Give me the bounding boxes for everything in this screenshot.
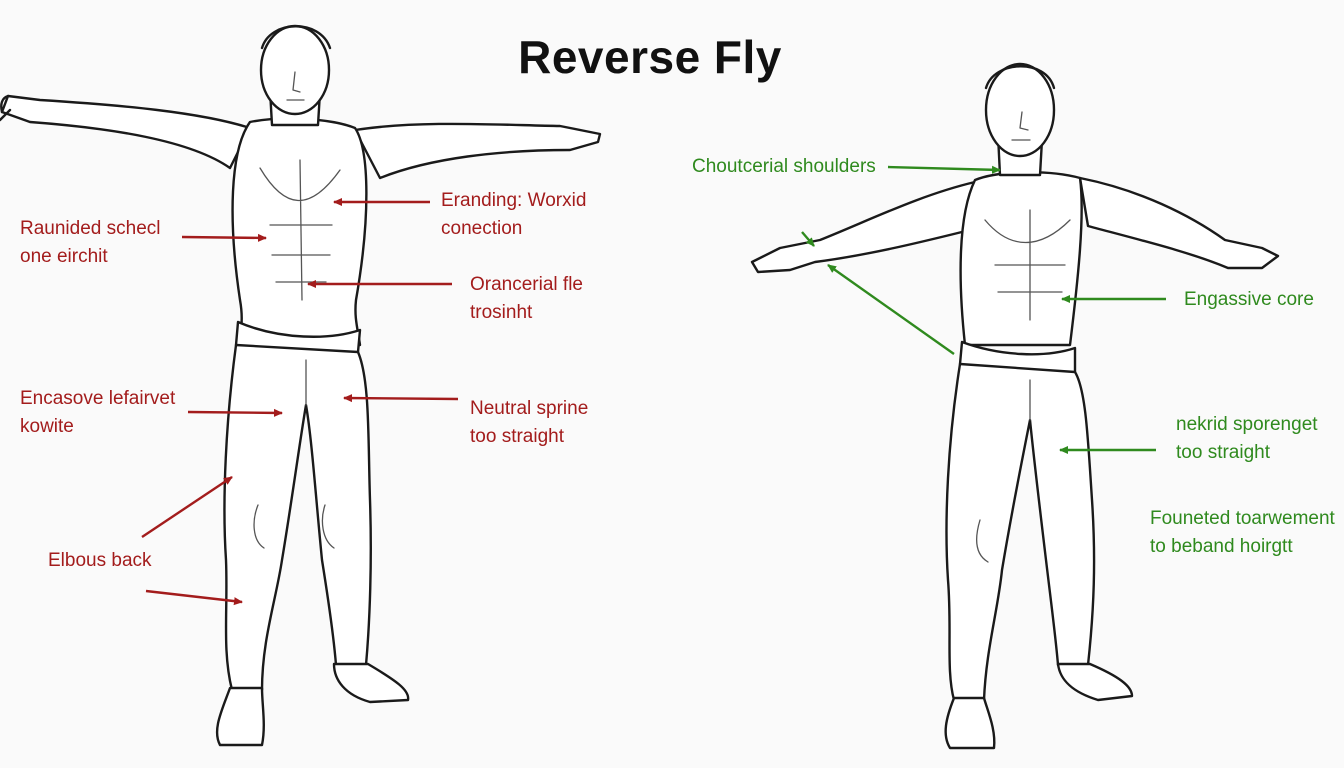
label-line: Elbous back: [48, 550, 152, 571]
label-line: Orancerial fle: [470, 274, 583, 295]
label-line: nekrid sporenget: [1176, 414, 1318, 435]
label-elbous: Elbous back: [48, 547, 152, 575]
arrow-rounded: [181, 233, 267, 242]
left-figure: [0, 24, 602, 747]
arrow-hand-lower: [827, 264, 955, 355]
label-line: too straight: [1176, 442, 1270, 463]
label-line: to beband hoirgtt: [1150, 536, 1293, 557]
label-line: one eirchit: [20, 246, 108, 267]
incorrect-arrows: [141, 198, 459, 606]
label-orancerial: Orancerial fle trosinht: [470, 271, 583, 327]
label-line: Engassive core: [1184, 289, 1314, 310]
label-eranding: Eranding: Worxid conection: [441, 187, 586, 243]
label-nekrid: nekrid sporenget too straight: [1176, 411, 1318, 467]
arrow-hand-upper: [801, 231, 815, 247]
label-core: Engassive core: [1184, 286, 1314, 314]
arrow-elbous-upper: [141, 476, 233, 538]
label-line: Eranding: Worxid: [441, 190, 587, 211]
correct-arrows: [801, 165, 1166, 454]
label-neutral: Neutral sprine too straight: [470, 395, 588, 451]
diagram-title: Reverse Fly: [518, 31, 782, 83]
label-line: Choutcerial shoulders: [692, 156, 876, 177]
arrow-neutral: [343, 394, 459, 403]
label-founeted: Founeted toarwement to beband hoirgtt: [1150, 505, 1335, 561]
label-line: too straight: [470, 426, 564, 447]
label-line: kowite: [20, 416, 74, 437]
arrow-elbous-lower: [145, 589, 243, 606]
label-line: conection: [441, 218, 523, 239]
label-line: Neutral sprine: [470, 398, 589, 419]
label-shoulders: Choutcerial shoulders: [692, 153, 876, 181]
right-figure: [750, 62, 1280, 750]
arrow-encasove: [187, 408, 283, 417]
label-rounded: Raunided schecl one eirchit: [20, 215, 160, 271]
label-line: Encasove lefairvet: [20, 388, 176, 409]
label-encasove: Encasove lefairvet kowite: [20, 385, 175, 441]
label-line: Founeted toarwement: [1150, 508, 1335, 529]
arrow-shoulders: [887, 165, 1001, 174]
label-line: Raunided schecl: [20, 218, 161, 239]
label-line: trosinht: [470, 302, 533, 323]
